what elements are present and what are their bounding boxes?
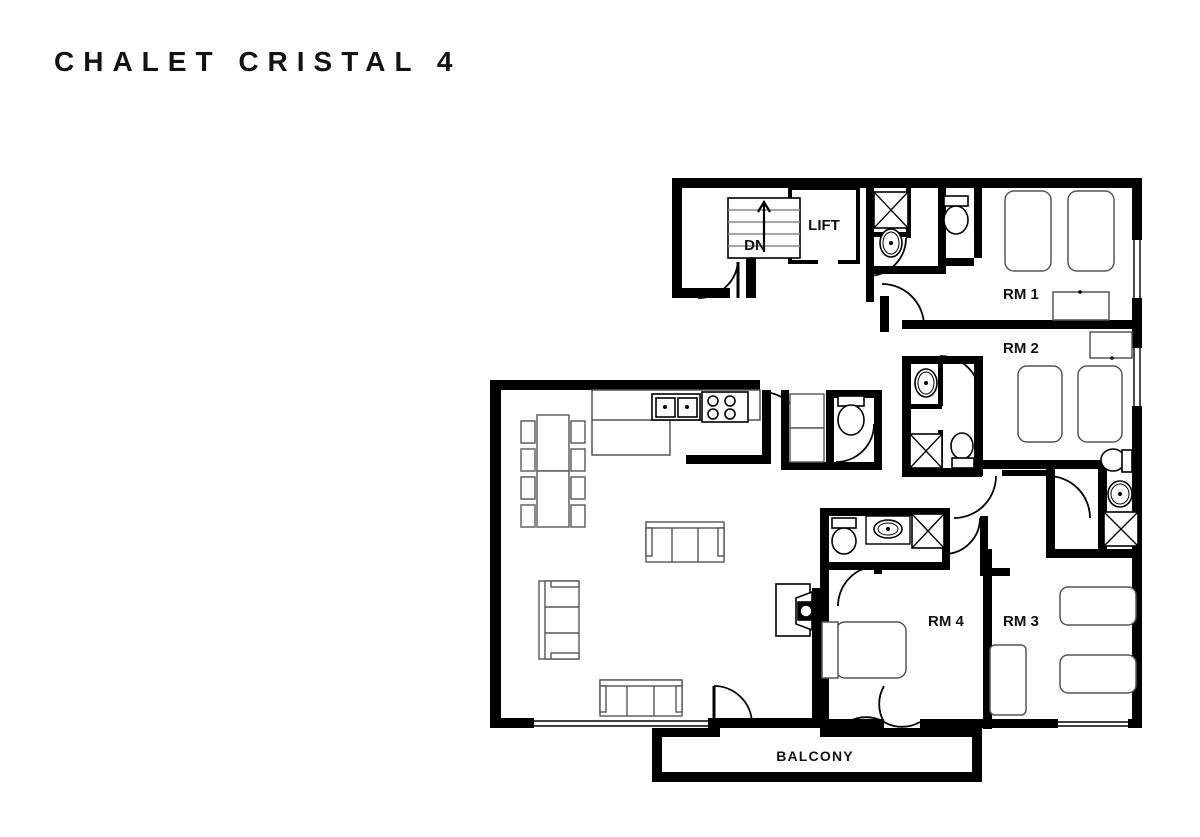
- wall-structure: [490, 178, 1142, 782]
- windows: [534, 240, 1142, 728]
- dresser: [1089, 331, 1133, 360]
- bathroom-fixtures: [831, 191, 1139, 555]
- dining-set: [520, 414, 586, 528]
- bed-single: [1077, 365, 1123, 443]
- bed-single: [1059, 586, 1137, 626]
- tv-unit: [775, 583, 815, 637]
- shower-icon: [909, 433, 943, 469]
- kitchen: [591, 389, 761, 456]
- closet: [789, 393, 825, 463]
- room-label-rm3: RM 3: [1003, 613, 1039, 630]
- shower-icon: [873, 191, 909, 229]
- bed-single: [1059, 654, 1137, 694]
- bed-single: [1017, 365, 1063, 443]
- toilet-icon: [950, 432, 975, 469]
- sink-icon: [1107, 480, 1133, 508]
- room-label-rm4: RM 4: [928, 613, 964, 630]
- bed-double: [821, 621, 907, 679]
- sink-icon: [914, 368, 938, 398]
- sofa: [599, 679, 683, 717]
- hob-icon: [701, 391, 749, 423]
- room-label-rm1: RM 1: [1003, 286, 1039, 303]
- lift-label: LIFT: [808, 217, 840, 234]
- toilet-icon: [831, 517, 857, 555]
- shower-icon: [1103, 511, 1139, 547]
- wardrobe: [989, 644, 1027, 716]
- sofa: [645, 521, 725, 563]
- shower-icon: [911, 513, 945, 549]
- room-label-rm2: RM 2: [1003, 340, 1039, 357]
- page-title: CHALET CRISTAL 4: [54, 46, 462, 77]
- sofa: [538, 580, 580, 660]
- toilet-icon: [837, 395, 865, 436]
- beds: [821, 190, 1137, 716]
- kitchen-sink-icon: [651, 393, 701, 421]
- staircase: [727, 197, 801, 259]
- toilet-icon: [1100, 448, 1133, 473]
- sink-icon: [865, 515, 911, 545]
- bed-single: [1004, 190, 1052, 272]
- door-swings: [697, 237, 1091, 728]
- bed-single: [1067, 190, 1115, 272]
- dresser: [1052, 290, 1110, 321]
- stairs-direction-label: DN: [744, 237, 766, 254]
- toilet-icon: [943, 195, 969, 235]
- sink-icon: [879, 228, 903, 258]
- sofas: [538, 521, 725, 717]
- balcony-label: BALCONY: [776, 748, 854, 764]
